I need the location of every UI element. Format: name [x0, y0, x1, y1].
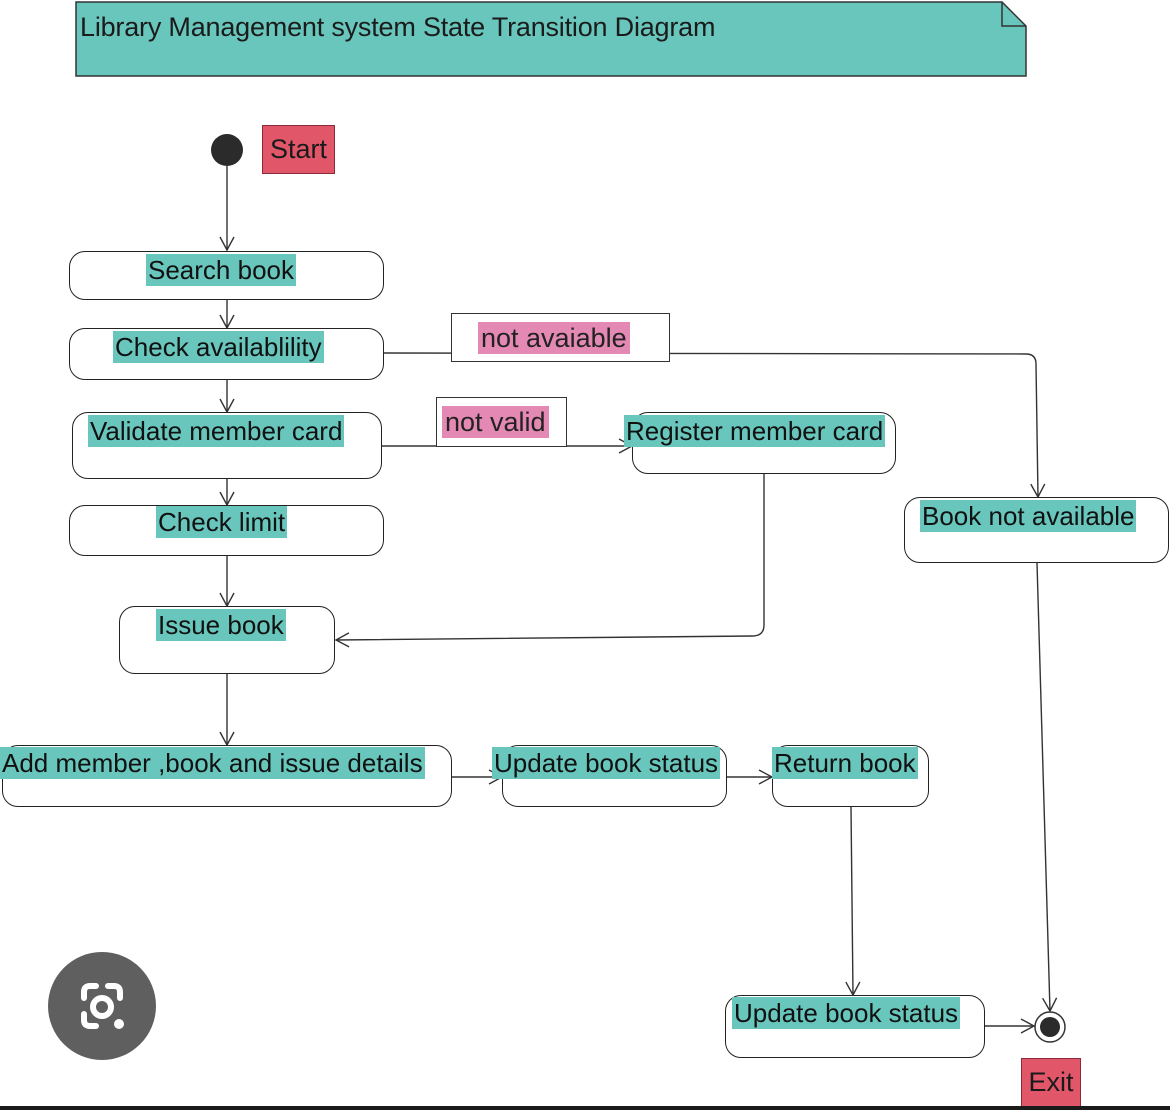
guard-not-valid-label: not valid: [442, 406, 549, 438]
state-check-limit-label: Check limit: [156, 506, 288, 538]
diagram-title: Library Management system State Transiti…: [80, 12, 716, 42]
lens-button[interactable]: [48, 952, 156, 1060]
edge-not-available-to-final: [1036, 562, 1058, 1013]
camera-lens-icon: [81, 983, 124, 1029]
state-register-member-card-label: Register member card: [624, 415, 886, 447]
state-check-availability-label: Check availablility: [113, 331, 324, 363]
state-search-book-label: Search book: [146, 254, 296, 286]
edge-check-to-not-available: [382, 352, 1046, 499]
edge-return-to-update2: [845, 806, 861, 997]
state-issue-book-label: Issue book: [156, 609, 286, 641]
state-update-book-status-final-label: Update book status: [732, 997, 961, 1029]
bottom-border: [0, 1106, 1170, 1110]
guard-not-available-label: not avaiable: [478, 322, 630, 354]
final-node-core: [1040, 1017, 1060, 1037]
state-return-book-label: Return book: [772, 747, 918, 779]
exit-label: Exit: [1021, 1058, 1081, 1107]
start-label: Start: [262, 125, 335, 174]
state-validate-member-card-label: Validate member card: [88, 415, 345, 447]
state-book-not-available-label: Book not available: [920, 500, 1137, 532]
state-update-book-status-label: Update book status: [492, 747, 721, 779]
title-note-fold: [1001, 2, 1026, 27]
edge-register-to-issue: [334, 474, 765, 648]
title-note-shape: [75, 1, 1027, 77]
initial-node: [211, 134, 243, 166]
state-add-details-label: Add member ,book and issue details: [0, 747, 425, 779]
